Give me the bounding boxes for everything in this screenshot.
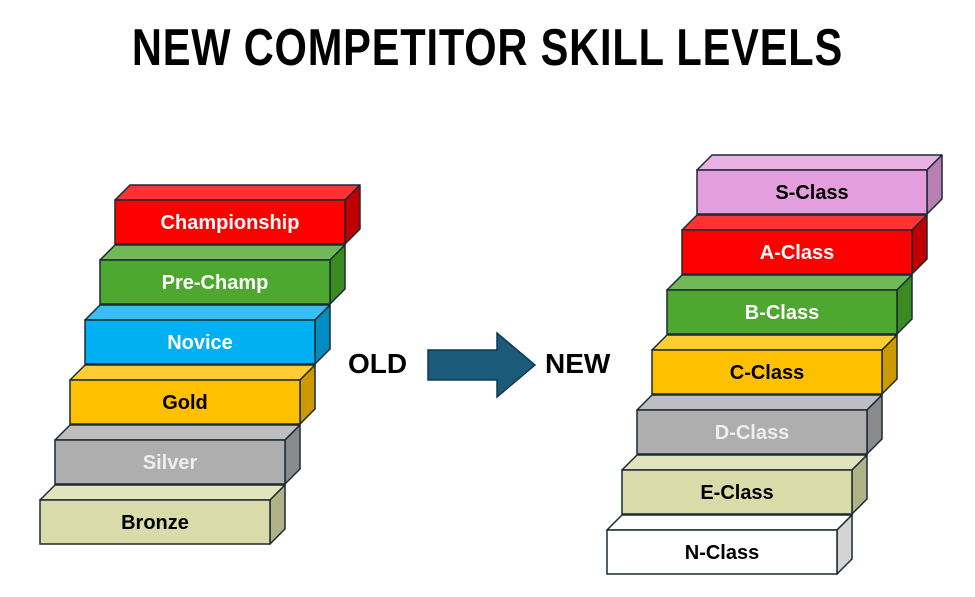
box-top	[54, 424, 301, 441]
box-front	[621, 469, 853, 515]
level-box-gold: Gold	[69, 364, 316, 425]
box-top	[681, 214, 928, 231]
level-label: Pre-Champ	[162, 272, 269, 294]
box-front	[666, 289, 898, 335]
level-box-bronze: Bronze	[39, 484, 286, 545]
box-front	[636, 409, 868, 455]
level-box-s-class: S-Class	[696, 154, 943, 215]
box-top	[114, 184, 361, 201]
box-top	[84, 304, 331, 321]
page-title-text: NEW COMPETITOR SKILL LEVELS	[131, 19, 844, 77]
box-front	[39, 499, 271, 545]
level-box-a-class: A-Class	[681, 214, 928, 275]
level-label: Gold	[162, 392, 208, 414]
box-front	[84, 319, 316, 365]
page-title: NEW COMPETITOR SKILL LEVELS	[0, 18, 975, 78]
old-label: OLD	[348, 348, 408, 379]
box-front	[69, 379, 301, 425]
level-label: A-Class	[760, 242, 834, 264]
level-label: N-Class	[685, 542, 759, 564]
new-label: NEW	[545, 348, 611, 379]
level-box-n-class: N-Class	[606, 514, 853, 575]
level-box-novice: Novice	[84, 304, 331, 365]
box-top	[606, 514, 853, 531]
box-front	[114, 199, 346, 245]
box-front	[651, 349, 883, 395]
level-box-b-class: B-Class	[666, 274, 913, 335]
box-front	[606, 529, 838, 575]
level-box-d-class: D-Class	[636, 394, 883, 455]
level-label: S-Class	[775, 182, 848, 204]
level-label: Novice	[167, 332, 233, 354]
arrow-right-icon	[427, 331, 537, 399]
box-top	[666, 274, 913, 291]
box-top	[636, 394, 883, 411]
box-front	[681, 229, 913, 275]
box-front	[54, 439, 286, 485]
level-box-e-class: E-Class	[621, 454, 868, 515]
box-front	[696, 169, 928, 215]
box-top	[69, 364, 316, 381]
level-label: E-Class	[700, 482, 773, 504]
box-top	[621, 454, 868, 471]
box-top	[696, 154, 943, 171]
box-top	[99, 244, 346, 261]
level-label: Bronze	[121, 512, 189, 534]
level-label: D-Class	[715, 422, 789, 444]
level-label: Championship	[161, 212, 300, 234]
old-levels-stack: Bronze Silver Gold Novice Pre-Champ Champions…	[39, 184, 361, 545]
level-label: B-Class	[745, 302, 819, 324]
box-top	[651, 334, 898, 351]
box-top	[39, 484, 286, 501]
level-label: C-Class	[730, 362, 804, 384]
level-box-pre-champ: Pre-Champ	[99, 244, 346, 305]
new-levels-stack: N-Class E-Class D-Class C-Class B-Class A-Cla…	[606, 154, 943, 575]
level-box-championship: Championship	[114, 184, 361, 245]
level-box-c-class: C-Class	[651, 334, 898, 395]
level-box-silver: Silver	[54, 424, 301, 485]
box-front	[99, 259, 331, 305]
level-label: Silver	[143, 452, 198, 474]
